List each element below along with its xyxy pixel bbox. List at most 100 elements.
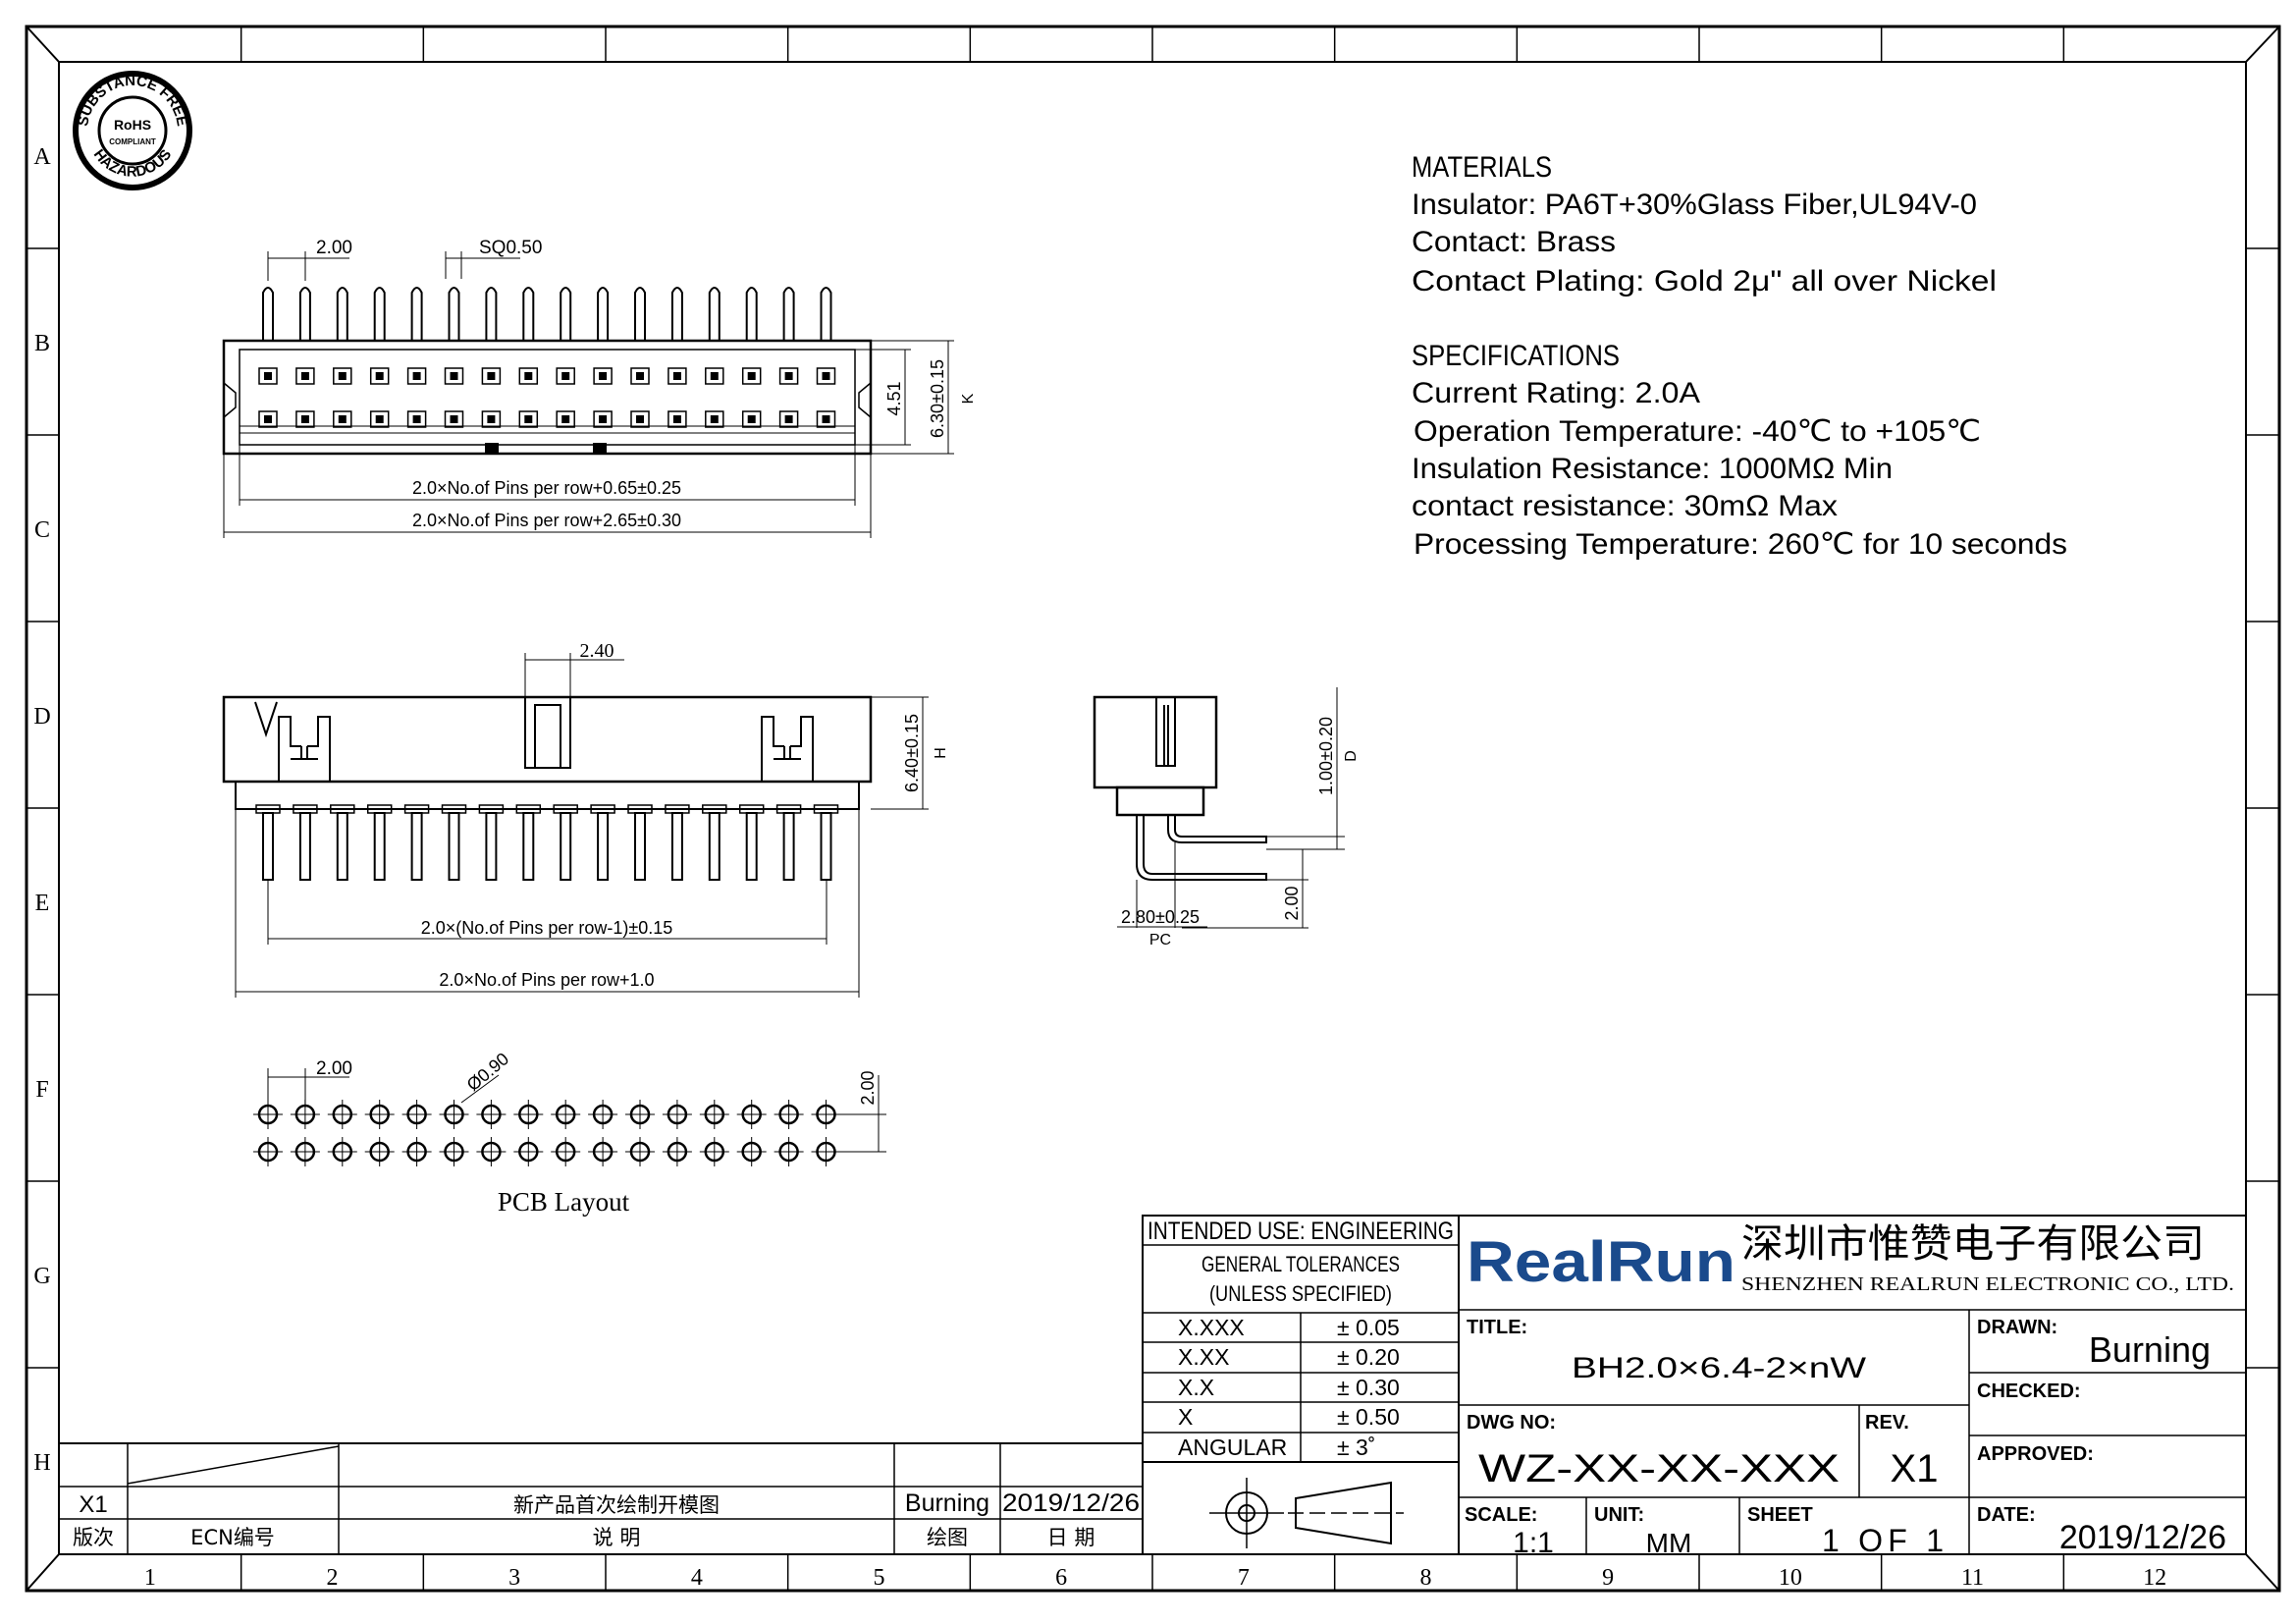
contact-cavity — [406, 410, 427, 428]
revision-drawn-by: Burning — [905, 1489, 989, 1517]
intended-use: INTENDED USE: ENGINEERING — [1148, 1218, 1454, 1245]
scale-value: 1:1 — [1513, 1527, 1554, 1559]
pin-tail — [597, 812, 610, 881]
tolerance-block: INTENDED USE: ENGINEERING GENERAL TOLERA… — [1142, 1215, 1460, 1463]
title-block: RealRun 深圳市惟赞电子有限公司 SHENZHEN REALRUN ELE… — [1458, 1215, 2247, 1559]
contact-pin — [524, 415, 533, 423]
row-label: A — [33, 144, 51, 170]
pin-tail — [336, 812, 348, 881]
pin-tail — [373, 812, 386, 881]
revision-header-description: 说 明 — [593, 1526, 641, 1549]
pin-lead — [298, 287, 311, 341]
revision-date: 2019/12/26 — [1002, 1489, 1140, 1517]
pin-lead — [708, 287, 721, 341]
side-lead-label: 2.00 — [1282, 886, 1302, 920]
materials-line: Contact: Brass — [1412, 226, 1616, 258]
date-label: DATE: — [1977, 1504, 2036, 1526]
revision-header-drawn: 绘图 — [927, 1526, 968, 1549]
company-name-cn: 深圳市惟赞电子有限公司 — [1741, 1221, 2205, 1267]
specification-line: Operation Temperature: -40℃ to +105℃ — [1414, 415, 1981, 448]
contact-pin — [487, 415, 496, 423]
tolerance-label: ANGULAR — [1178, 1435, 1287, 1460]
pin-lead — [522, 287, 535, 341]
row-label: D — [33, 704, 50, 730]
specification-line: Current Rating: 2.0A — [1412, 377, 1700, 409]
top-width-inner-label: 2.0×No.of Pins per row+0.65±0.25 — [412, 478, 681, 498]
company-name-en: SHENZHEN REALRUN ELECTRONIC CO., LTD. — [1741, 1273, 2234, 1295]
tolerance-label: X.XXX — [1178, 1315, 1245, 1340]
drawn-value: Burning — [2089, 1329, 2211, 1370]
contact-pin — [524, 372, 533, 380]
pin-lead — [560, 287, 572, 341]
pcb-hole-label: Ø0.90 — [463, 1049, 512, 1095]
contact-cavity — [816, 367, 836, 385]
pin-lead — [745, 287, 758, 341]
column-label: 7 — [1238, 1565, 1250, 1591]
contact-pin — [747, 372, 756, 380]
contact-cavity — [518, 367, 539, 385]
contact-pin — [822, 372, 830, 380]
side-offset-label: 2.80±0.25 — [1121, 907, 1200, 927]
column-label: 5 — [874, 1565, 885, 1591]
top-width-outer-label: 2.0×No.of Pins per row+2.65±0.30 — [412, 511, 681, 530]
contact-pin — [599, 415, 608, 423]
column-label: 4 — [691, 1565, 703, 1591]
contact-pin — [636, 372, 644, 380]
top-inner-height-label: 4.51 — [884, 381, 904, 415]
pin-tail — [782, 812, 795, 881]
pin-tail — [708, 812, 721, 881]
contact-pin — [412, 372, 421, 380]
pin-tail — [820, 812, 832, 881]
row-label: H — [33, 1450, 50, 1476]
contact-pin — [599, 372, 608, 380]
contact-pin — [300, 372, 309, 380]
top-height-ref: K — [960, 393, 977, 404]
pin-tail — [522, 812, 535, 881]
pin-tail — [448, 812, 460, 881]
specifications-block: SPECIFICATIONS Current Rating: 2.0A Oper… — [1412, 340, 2067, 561]
pin-lead — [820, 287, 832, 341]
column-label: 9 — [1602, 1565, 1614, 1591]
specification-line: contact resistance: 30mΩ Max — [1412, 490, 1838, 522]
sheet-value: 1 OF 1 — [1822, 1523, 1944, 1558]
contact-pin — [822, 415, 830, 423]
contact-pin — [710, 372, 719, 380]
tolerance-value: ± 0.05 — [1337, 1315, 1400, 1340]
side-row-pitch-label: 1.00±0.20 — [1316, 717, 1336, 795]
specification-line: Processing Temperature: 260℃ for 10 seco… — [1414, 528, 2067, 561]
pin-tail — [410, 812, 423, 881]
front-pin-span-label: 2.0×(No.of Pins per row-1)±0.15 — [421, 918, 673, 938]
contact-pin — [412, 415, 421, 423]
column-label: 11 — [1961, 1565, 1984, 1591]
revision-rev: X1 — [79, 1491, 107, 1518]
rohs-badge: SUBSTANCE FREE HAZARDOUS RoHS COMPLIANT — [73, 71, 192, 190]
pin-tail — [745, 812, 758, 881]
contact-cavity — [593, 367, 613, 385]
pin-tail — [560, 812, 572, 881]
pin-lead — [670, 287, 683, 341]
specifications-heading: SPECIFICATIONS — [1412, 340, 1620, 372]
row-label: B — [34, 331, 50, 356]
contact-cavity — [481, 410, 502, 428]
contact-pin — [450, 415, 458, 423]
row-label: G — [33, 1264, 50, 1289]
side-row-pitch-ref: D — [1343, 750, 1360, 762]
contact-cavity — [333, 410, 352, 428]
top-height-label: 6.30±0.15 — [928, 359, 947, 438]
contact-cavity — [444, 410, 464, 428]
contact-pin — [338, 372, 347, 380]
tolerance-label: X.X — [1178, 1375, 1214, 1400]
drawn-label: DRAWN: — [1977, 1317, 2057, 1338]
specification-line: Insulation Resistance: 1000MΩ Min — [1412, 453, 1893, 485]
top-pin-size-label: SQ0.50 — [479, 238, 542, 258]
tolerance-value: ± 3˚ — [1337, 1435, 1375, 1460]
rohs-inner-2: COMPLIANT — [109, 137, 156, 146]
pin-lead — [410, 287, 423, 341]
contact-pin — [747, 415, 756, 423]
contact-cavity — [778, 410, 799, 428]
contact-pin — [375, 372, 384, 380]
approved-label: APPROVED: — [1977, 1443, 2094, 1465]
dwg-no-label: DWG NO: — [1467, 1412, 1556, 1434]
